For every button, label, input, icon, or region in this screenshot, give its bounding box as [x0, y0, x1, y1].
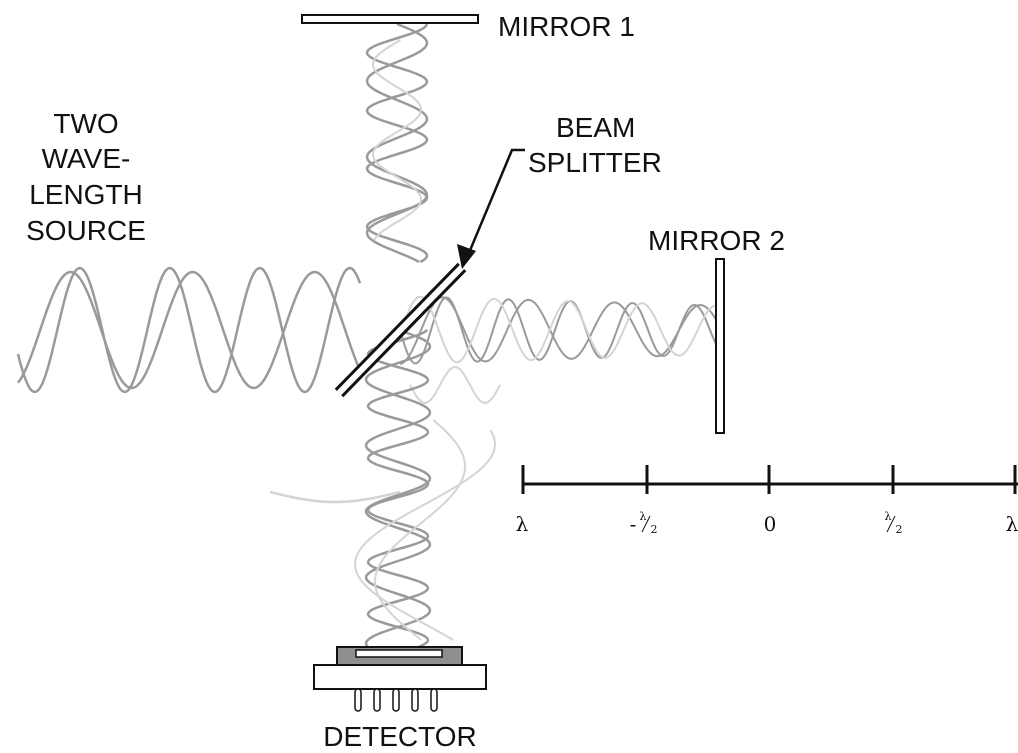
arm1-wave-1	[365, 22, 429, 264]
arm1-wave-2	[365, 23, 429, 264]
source-label-line3: LENGTH	[29, 179, 143, 210]
mirror-1-label: MIRROR 1	[498, 11, 635, 42]
arm1-wave-3	[371, 39, 423, 241]
source-label-line2: WAVE-	[42, 143, 131, 174]
mirror-1	[301, 14, 479, 24]
source-wave-2	[16, 270, 362, 390]
detector	[313, 646, 487, 712]
scale-label-5: λ	[1006, 512, 1018, 536]
arm2-wave-2	[399, 296, 719, 365]
scale-label-1: λ	[516, 512, 529, 536]
arm2-ghost	[409, 366, 501, 404]
arm2-wave-3	[399, 295, 719, 364]
mirror-2	[715, 258, 725, 434]
scale-label-4-num: λ	[885, 510, 892, 523]
detector-lobe-left	[269, 490, 401, 504]
scale-label-2-den: 2	[651, 523, 658, 536]
detector-body	[313, 664, 487, 690]
beam-splitter-label-line2: SPLITTER	[528, 147, 662, 178]
detector-lobe-right	[353, 429, 497, 641]
beam-splitter	[334, 262, 467, 398]
mirror-2-label: MIRROR 2	[648, 225, 785, 256]
arm2-wave-1	[399, 296, 719, 365]
wave-group	[16, 22, 719, 650]
source-wave-1	[16, 266, 362, 394]
displacement-scale: λ - λ 2 0 λ 2 λ	[516, 465, 1018, 536]
scale-label-2: - λ 2	[630, 510, 658, 536]
detector-wave-1	[364, 328, 432, 649]
detector-pins	[354, 688, 438, 712]
beam-splitter-label-line1: BEAM	[556, 112, 635, 143]
scale-label-2-sign: -	[630, 512, 637, 536]
source-label-line1: TWO	[53, 108, 118, 139]
scale-label-4: λ 2	[885, 510, 903, 536]
scale-label-2-num: λ	[640, 510, 647, 523]
scale-label-3: 0	[764, 512, 777, 536]
source-label-line4: SOURCE	[26, 215, 146, 246]
beam-splitter-arrow	[457, 148, 525, 269]
source-label: TWO WAVE- LENGTH SOURCE	[26, 108, 146, 246]
detector-wave-3	[374, 419, 466, 641]
detector-label: DETECTOR	[323, 721, 477, 752]
detector-wave-2	[366, 329, 430, 650]
scale-label-2-slash	[641, 515, 651, 533]
scale-label-4-den: 2	[896, 523, 903, 536]
scale-label-4-slash	[886, 515, 896, 533]
